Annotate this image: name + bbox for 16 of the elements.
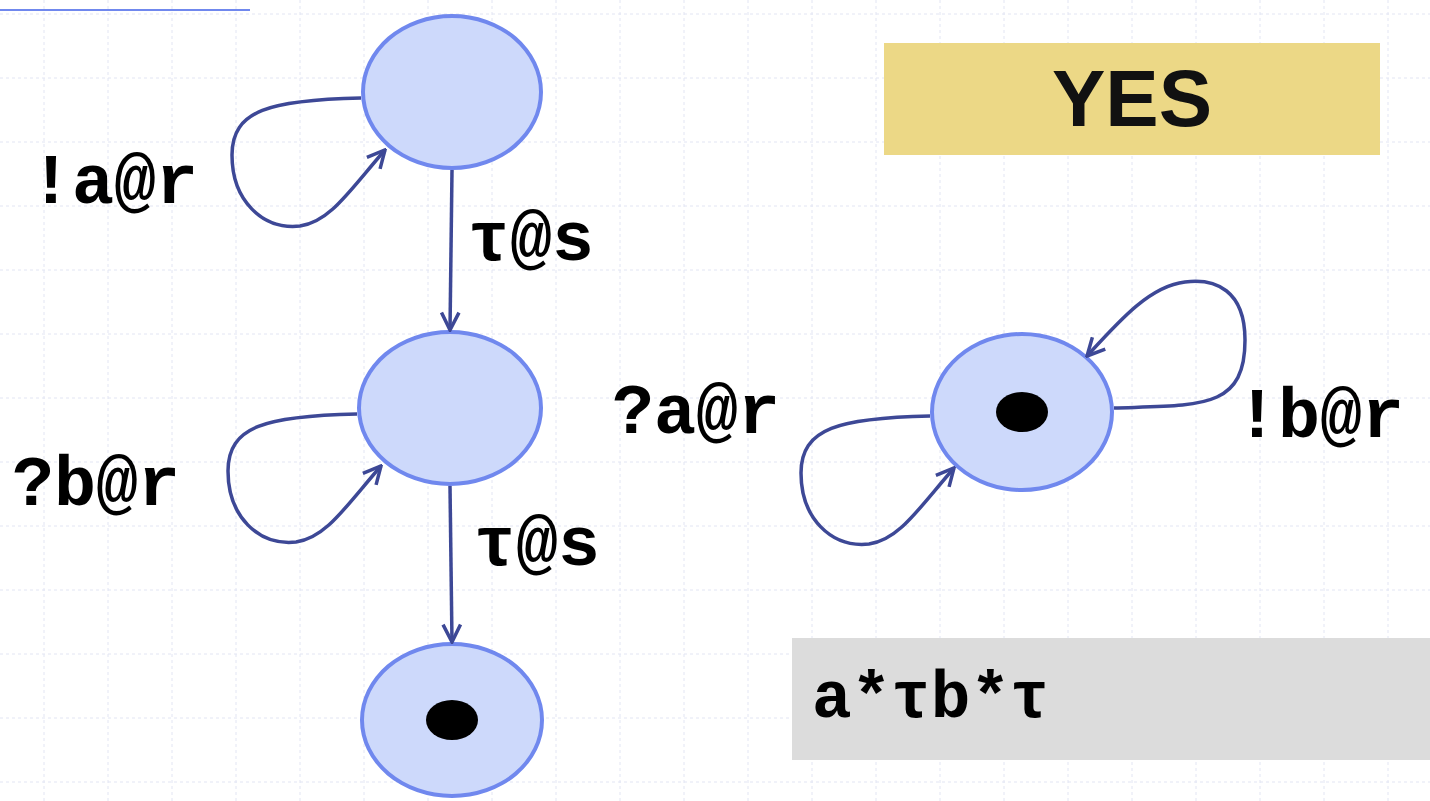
transition-arrow bbox=[439, 169, 461, 332]
expression-text: a*τb*τ bbox=[812, 660, 1050, 739]
verdict-banner bbox=[884, 43, 1380, 155]
transition-arrow bbox=[230, 96, 387, 228]
transition-arrow bbox=[799, 414, 956, 546]
verdict-text: YES bbox=[1051, 53, 1213, 145]
transition-arrow bbox=[226, 412, 383, 544]
edge-label: τ@s bbox=[474, 512, 601, 582]
edge-label: τ@s bbox=[468, 207, 595, 277]
expression-panel bbox=[792, 638, 1430, 760]
edge-label: ?b@r bbox=[12, 452, 181, 522]
transition-arrow bbox=[441, 485, 463, 644]
edge-label: ?a@r bbox=[612, 380, 781, 450]
edge-label: !a@r bbox=[30, 150, 199, 220]
transition-arrow bbox=[1085, 279, 1247, 410]
edge-label: !b@r bbox=[1236, 384, 1405, 454]
